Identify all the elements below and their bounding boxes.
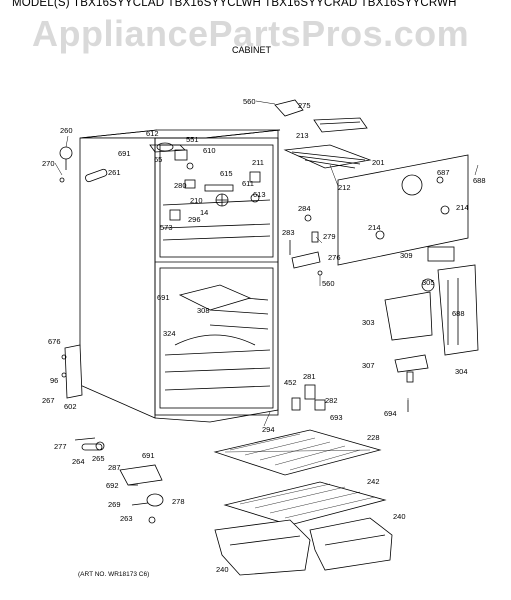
callout-304: 304: [455, 367, 468, 376]
callout-296: 296: [188, 215, 201, 224]
leader-lines: [54, 100, 479, 427]
callout-201: 201: [372, 158, 385, 167]
callout-277: 277: [54, 442, 67, 451]
callout-212: 212: [338, 183, 351, 192]
door-stop-right: [291, 384, 409, 412]
bottom-hinge-parts: [74, 437, 164, 524]
callout-65: 65: [154, 155, 162, 164]
callout-labels: 560 275 213 201 687 688 212 260 270 261 …: [42, 97, 486, 574]
callout-280: 280: [174, 181, 187, 190]
callout-210: 210: [190, 196, 203, 205]
callout-284: 284: [298, 204, 311, 213]
callout-688-b: 688: [452, 309, 465, 318]
callout-214-b: 214: [456, 203, 469, 212]
model-numbers: MODEL(S) TBX16SYYCLAD TBX16SYYCLWH TBX16…: [12, 0, 457, 9]
callout-96: 96: [50, 376, 58, 385]
section-title: CABINET: [232, 45, 272, 55]
callout-281: 281: [303, 372, 316, 381]
callout-303: 303: [362, 318, 375, 327]
callout-610: 610: [203, 146, 216, 155]
callout-270: 270: [42, 159, 55, 168]
callout-691-a: 691: [118, 149, 131, 158]
control-housing-parts: [384, 264, 479, 383]
callout-688-a: 688: [473, 176, 486, 185]
glass-shelves: [213, 429, 387, 526]
callout-211: 211: [252, 158, 264, 167]
callout-309: 309: [400, 251, 413, 260]
art-number: (ART NO. WR18173 C6): [78, 571, 150, 578]
callout-240-a: 240: [393, 512, 406, 521]
callout-240-b: 240: [216, 565, 229, 574]
evaporator-parts: [149, 142, 261, 221]
callout-279: 279: [323, 232, 336, 241]
callout-693: 693: [330, 413, 343, 422]
callout-287: 287: [108, 463, 121, 472]
callout-269: 269: [108, 500, 121, 509]
damper-control-parts: [289, 214, 323, 276]
crisper-drawers: [214, 517, 393, 576]
diagram-header: MODEL(S) TBX16SYYCLAD TBX16SYYCLWH TBX16…: [0, 0, 511, 60]
callout-694: 694: [384, 409, 397, 418]
callout-324: 324: [163, 329, 176, 338]
air-duct-assembly: [274, 99, 469, 266]
callout-242: 242: [367, 477, 380, 486]
callout-267: 267: [42, 396, 55, 405]
callout-307: 307: [362, 361, 375, 370]
callout-573: 573: [160, 223, 173, 232]
callout-551: 551: [186, 135, 199, 144]
callout-615: 615: [220, 169, 233, 178]
callout-613: 613: [253, 190, 266, 199]
callout-263: 263: [120, 514, 133, 523]
callout-294: 294: [262, 425, 275, 434]
callout-691-b: 691: [157, 293, 170, 302]
hinge-parts: [61, 344, 83, 399]
watermark: AppliancePartsPros.com: [32, 13, 470, 54]
callout-308: 308: [197, 306, 210, 315]
callout-214-a: 214: [368, 223, 381, 232]
callout-264: 264: [72, 457, 85, 466]
callout-283: 283: [282, 228, 295, 237]
callout-676: 676: [48, 337, 61, 346]
callout-611: 611: [242, 179, 254, 188]
callout-228: 228: [367, 433, 380, 442]
shelf-bracket-308: [178, 284, 252, 311]
callout-602: 602: [64, 402, 77, 411]
callout-260: 260: [60, 126, 73, 135]
callout-612: 612: [146, 129, 159, 138]
callout-687: 687: [437, 168, 450, 177]
callout-275: 275: [298, 101, 311, 110]
callout-282: 282: [325, 396, 338, 405]
callout-305: 305: [422, 278, 435, 287]
callout-261: 261: [108, 168, 121, 177]
callout-452: 452: [284, 378, 297, 387]
callout-278: 278: [172, 497, 185, 506]
cabinet-body: [79, 129, 281, 423]
callout-213: 213: [296, 131, 309, 140]
callout-14: 14: [200, 208, 208, 217]
callout-692: 692: [106, 481, 119, 490]
callout-560-b: 560: [322, 279, 335, 288]
callout-691-c: 691: [142, 451, 155, 460]
callout-276: 276: [328, 253, 341, 262]
callout-265: 265: [92, 454, 105, 463]
callout-560-a: 560: [243, 97, 256, 106]
